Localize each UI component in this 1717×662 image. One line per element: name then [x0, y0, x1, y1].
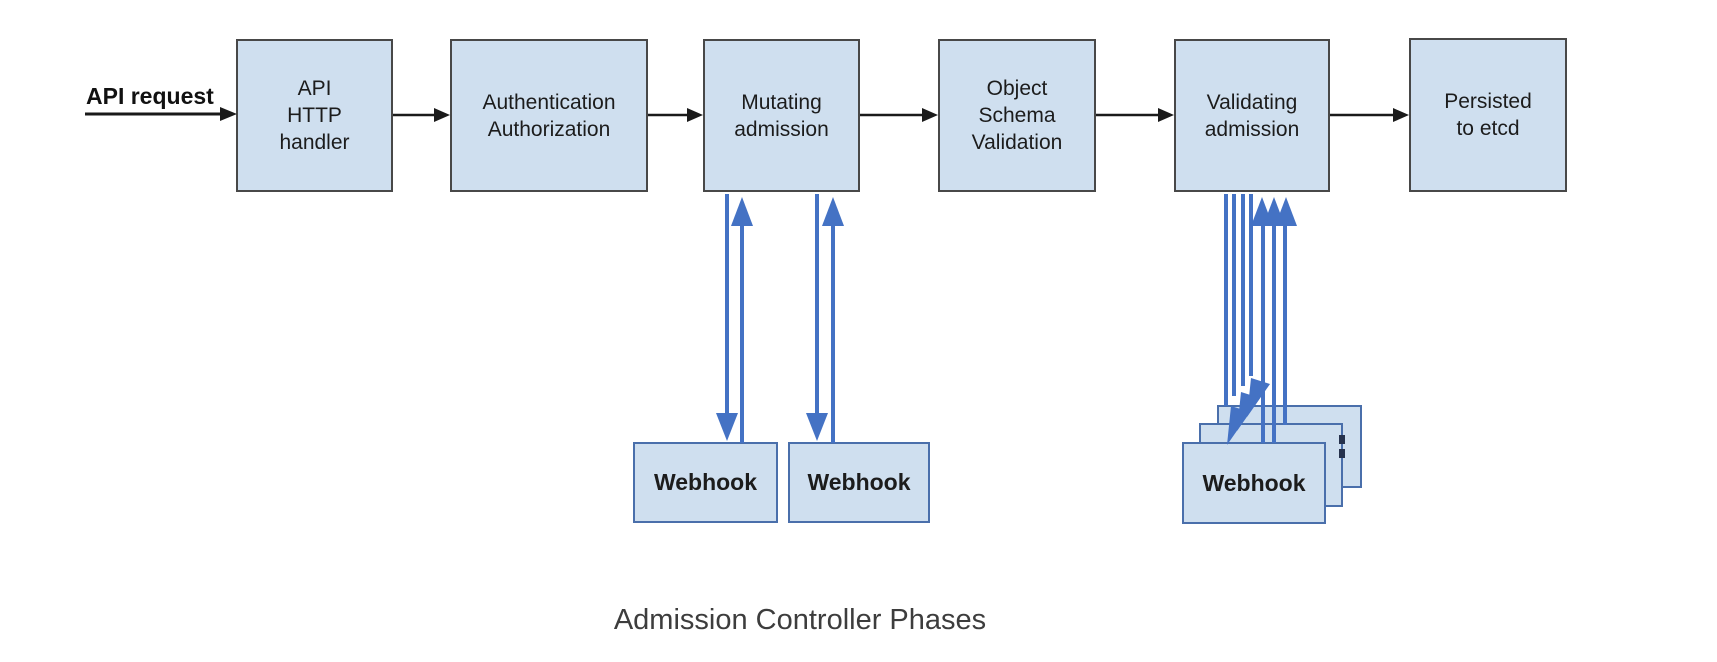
webhook-label: Webhook [807, 469, 911, 495]
phase-box-mutating-admission: Mutating admission [703, 39, 860, 192]
webhook-label: Webhook [653, 469, 758, 495]
diagram-caption: Admission Controller Phases [613, 604, 987, 636]
phase-box-object-schema-validation: Object Schema Validation [938, 39, 1096, 192]
phase-label: Authentication Authorization [482, 90, 616, 141]
phase-label: Validating admission [1204, 90, 1300, 141]
mutating-webhook-box-2: Webhook [788, 442, 930, 523]
phase-label: Persisted to etcd [1444, 90, 1532, 140]
phase-box-authentication-authorization: Authentication Authorization [450, 39, 648, 192]
phase-label: Object Schema Validation [971, 77, 1063, 154]
flow-arrow-schema-to-validating [1096, 108, 1174, 122]
phase-label: Mutating admission [734, 90, 829, 141]
flow-arrow-auth-to-mutating [648, 108, 703, 122]
clipped-text-fragment [1339, 435, 1345, 458]
flow-arrow-validating-to-etcd [1330, 108, 1409, 122]
api-request-label: API request [86, 83, 214, 109]
mutating-webhook-arrows [716, 194, 844, 443]
flow-arrow-handler-to-auth [393, 108, 450, 122]
phase-box-persisted-to-etcd: Persisted to etcd [1409, 38, 1567, 192]
phase-label: API HTTP handler [279, 77, 350, 154]
phase-box-api-http-handler: API HTTP handler [236, 39, 393, 192]
mutating-webhook-box-1: Webhook [633, 442, 778, 523]
flow-arrow-mutating-to-schema [860, 108, 938, 122]
validating-webhook-box-front: Webhook [1182, 442, 1326, 524]
phase-box-validating-admission: Validating admission [1174, 39, 1330, 192]
webhook-label: Webhook [1202, 469, 1306, 496]
